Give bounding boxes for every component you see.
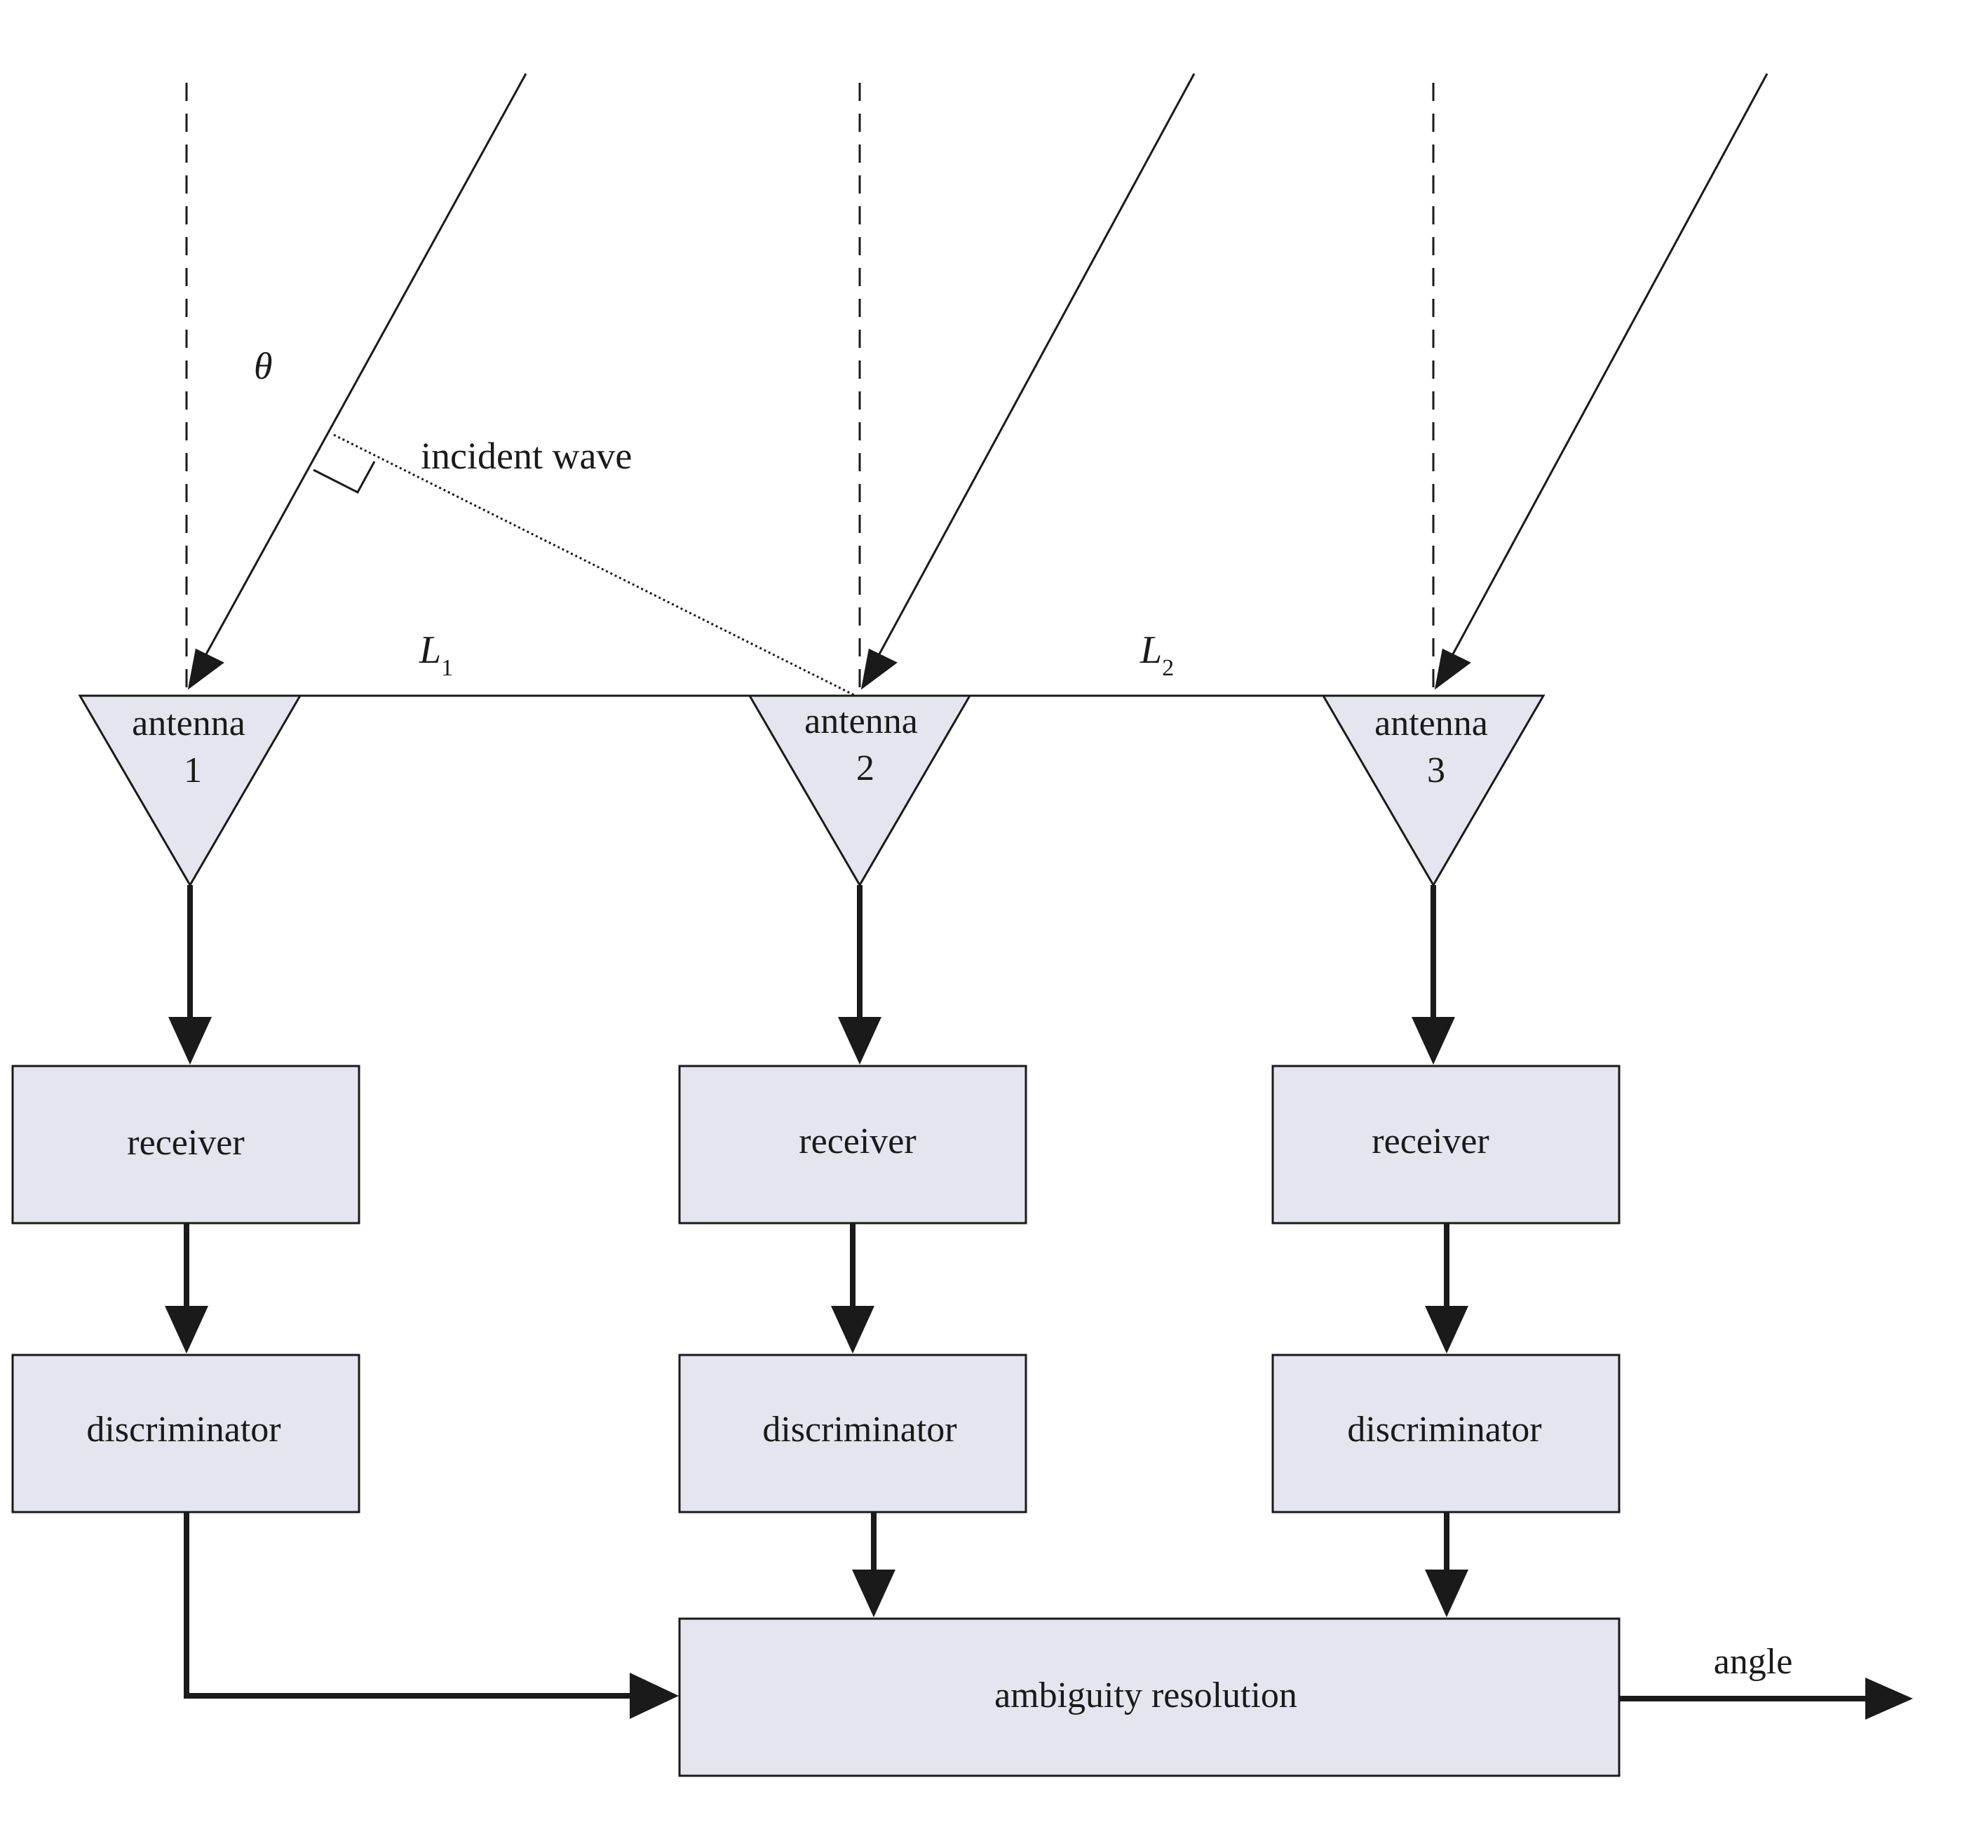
- discriminator-3: discriminator: [1271, 1354, 1621, 1513]
- incident-ray-2-arrowhead: [860, 648, 898, 690]
- output: angle: [1619, 1642, 1913, 1720]
- antenna-1-label: antenna: [132, 703, 245, 743]
- receiver-3-label: receiver: [1372, 1121, 1489, 1161]
- antenna-1-shape: [78, 694, 302, 887]
- antenna-to-receiver-arrows: [168, 885, 1455, 1065]
- antenna-2-shape: [748, 694, 972, 887]
- arrowhead-receiver1: [168, 1017, 212, 1065]
- receiver-2-box: [678, 1065, 1027, 1225]
- incident-rays: [187, 73, 1769, 690]
- baseline-l1-label: L1: [419, 628, 453, 681]
- discriminator-2-box: [678, 1354, 1027, 1513]
- wavefront-line: [333, 433, 856, 697]
- ambiguity-resolution-label: ambiguity resolution: [994, 1675, 1297, 1715]
- ambiguity-resolution: ambiguity resolution: [678, 1617, 1621, 1777]
- arrowhead-discriminator2: [831, 1306, 874, 1354]
- incident-ray-1: [202, 73, 527, 660]
- antenna-2: antenna 2: [748, 694, 972, 887]
- receiver-2-label: receiver: [799, 1121, 916, 1161]
- discriminator-2-label: discriminator: [762, 1410, 956, 1450]
- arrowhead-discriminator1: [165, 1306, 208, 1354]
- output-arrowhead: [1865, 1678, 1913, 1720]
- discriminator-3-box: [1271, 1354, 1621, 1513]
- right-angle-marker: [313, 461, 376, 494]
- receiver-2: receiver: [678, 1065, 1027, 1225]
- receiver-1-box: [11, 1065, 360, 1225]
- arrow-discriminator1-ambiguity: [184, 1512, 635, 1699]
- discriminator-1-label: discriminator: [86, 1410, 280, 1450]
- discriminator-3-label: discriminator: [1347, 1410, 1541, 1450]
- theta-label: θ: [254, 345, 273, 387]
- antenna-2-number: 2: [856, 748, 874, 788]
- antenna-1-number: 1: [184, 750, 202, 790]
- baseline-l2-label: L2: [1140, 628, 1174, 681]
- discriminator-to-ambiguity-arrows: [184, 1512, 1468, 1719]
- discriminator-2: discriminator: [678, 1354, 1027, 1513]
- receiver-1-label: receiver: [127, 1123, 244, 1163]
- antenna-3-number: 3: [1427, 750, 1445, 790]
- antenna-2-label: antenna: [804, 701, 918, 741]
- incident-ray-3-arrowhead: [1434, 648, 1471, 690]
- receiver-3-box: [1271, 1065, 1621, 1225]
- arrowhead-ambiguity-3: [1425, 1570, 1468, 1617]
- antenna-1: antenna 1: [78, 694, 302, 887]
- arrowhead-discriminator3: [1425, 1306, 1468, 1354]
- arrowhead-receiver3: [1412, 1017, 1455, 1065]
- antenna-3-label: antenna: [1374, 703, 1488, 743]
- discriminator-1: discriminator: [11, 1354, 360, 1513]
- receiver-to-discriminator-arrows: [165, 1223, 1468, 1354]
- arrowhead-ambiguity-2: [852, 1570, 895, 1617]
- arrowhead-ambiguity-left: [630, 1673, 679, 1719]
- output-angle-label: angle: [1714, 1642, 1793, 1682]
- ambiguity-resolution-box: [678, 1617, 1621, 1777]
- incident-ray-1-arrowhead: [187, 648, 224, 690]
- antenna-3-shape: [1321, 694, 1546, 887]
- incident-ray-3: [1449, 73, 1769, 660]
- antenna-3: antenna 3: [1321, 694, 1546, 887]
- reference-lines: [185, 83, 1435, 694]
- incident-wave-label: incident wave: [421, 435, 632, 477]
- receiver-3: receiver: [1271, 1065, 1621, 1225]
- incident-ray-2: [875, 73, 1196, 660]
- discriminator-1-box: [11, 1354, 360, 1513]
- receiver-1: receiver: [11, 1065, 360, 1225]
- arrowhead-receiver2: [838, 1017, 881, 1065]
